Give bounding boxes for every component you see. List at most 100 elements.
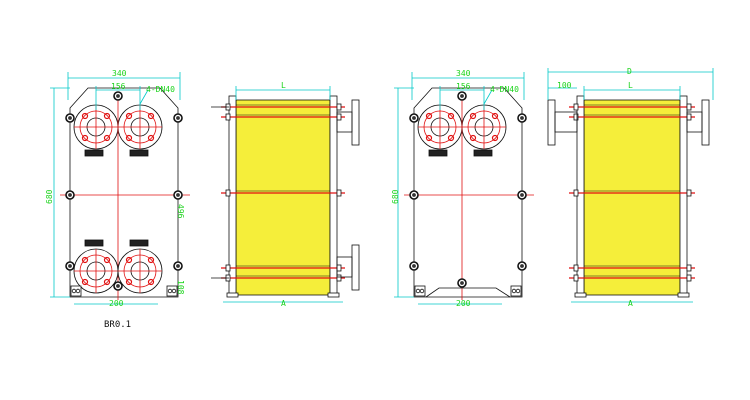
bolt-center (460, 94, 464, 98)
dim-width: 340 (456, 69, 471, 78)
flange-bolt-hole (103, 112, 111, 120)
bolt-center (116, 94, 120, 98)
bolt-center (412, 116, 416, 120)
dim-length: L (628, 81, 633, 90)
flange-bolt-hole (81, 256, 89, 264)
bolt-center (176, 264, 180, 268)
bolt-nut (573, 274, 579, 282)
flange-bolt-hole (125, 256, 133, 264)
flange-bolt-hole (469, 112, 477, 120)
bolt-nut (336, 103, 342, 111)
flange-bolt-hole (125, 134, 133, 142)
flange-bolt-hole (103, 134, 111, 142)
bolt-center (68, 116, 72, 120)
nameplate-tag (473, 149, 493, 157)
bolt-center (412, 193, 416, 197)
nameplate-tag (129, 239, 149, 247)
dim-length: L (281, 81, 286, 90)
flange-bolt-hole (425, 112, 433, 120)
bolt-center (520, 193, 524, 197)
support-foot (574, 292, 587, 298)
dim-foot-spacing: 200 (456, 299, 471, 308)
nameplate-tag (428, 149, 448, 157)
plate-pack (235, 99, 331, 296)
flange-bolt-hole (81, 112, 89, 120)
nozzle-flange (701, 99, 710, 146)
bolt-center (116, 284, 120, 288)
flange-bolt-hole (81, 278, 89, 286)
dim-foot-spacing: 200 (109, 299, 124, 308)
flange-bolt-hole (491, 134, 499, 142)
plate-pack (583, 99, 681, 296)
nozzle-flange (351, 99, 360, 146)
flange-bolt-hole (81, 134, 89, 142)
nozzle-pipe (686, 111, 703, 133)
bolt-center (68, 193, 72, 197)
nameplate-tag (84, 149, 104, 157)
nozzle-pipe (336, 111, 353, 133)
frame-plate-outline (69, 87, 179, 298)
leader-line (483, 89, 493, 105)
flange-bolt-hole (425, 134, 433, 142)
pressure-plate (329, 95, 338, 297)
dim-base: A (628, 299, 633, 308)
bolt-nut (225, 264, 231, 272)
bolt-nut (573, 103, 579, 111)
front-view-right-labels: 340 156 4-DN40 680 200 (391, 69, 519, 308)
bolt-nut (225, 113, 231, 121)
flange-bolt-hole (103, 278, 111, 286)
front-view-left-labels: 340 156 4-DN40 680 496 108 200 BR0.1 (45, 69, 185, 330)
bolt-nut (686, 274, 692, 282)
foot-hole (171, 288, 177, 294)
bolt-nut (336, 189, 342, 197)
side-view-left-labels: L A (281, 81, 286, 308)
support-foot (677, 292, 690, 298)
dim-height: 680 (45, 189, 54, 204)
bolt-nut (336, 264, 342, 272)
bolt-nut (573, 113, 579, 121)
flange-bolt-hole (491, 112, 499, 120)
nozzle-pipe (336, 256, 353, 278)
dim-port-spec: 4-DN40 (490, 85, 519, 94)
foot-hole (71, 288, 77, 294)
pressure-plate (679, 95, 688, 297)
foot-hole (515, 288, 521, 294)
bolt-center (520, 116, 524, 120)
flange-bolt-hole (469, 134, 477, 142)
dim-nozzle: 100 (557, 81, 572, 90)
side-view-right-labels: D 100 L A (557, 67, 633, 308)
base-cutout (425, 287, 511, 298)
dim-height: 680 (391, 189, 400, 204)
bolt-nut (336, 113, 342, 121)
flange-bolt-hole (447, 112, 455, 120)
bolt-center (176, 193, 180, 197)
nameplate-tag (84, 239, 104, 247)
bolt-nut (336, 274, 342, 282)
flange-bolt-hole (447, 134, 455, 142)
foot-hole (419, 288, 425, 294)
bolt-center (412, 264, 416, 268)
bolt-nut (686, 264, 692, 272)
frame-plate-outline (413, 87, 523, 298)
bolt-nut (686, 189, 692, 197)
support-foot (226, 292, 239, 298)
bolt-center (176, 116, 180, 120)
flange-bolt-hole (147, 278, 155, 286)
nozzle-flange (547, 99, 556, 146)
support-foot (327, 292, 340, 298)
flange-bolt-hole (147, 112, 155, 120)
dim-port-spacing: 156 (456, 82, 471, 91)
bolt-nut (686, 113, 692, 121)
dim-base: A (281, 299, 286, 308)
flange-bolt-hole (147, 134, 155, 142)
nameplate-tag (129, 149, 149, 157)
foot-hole (75, 288, 81, 294)
bolt-nut (686, 103, 692, 111)
dim-port-center-height: 496 (176, 204, 185, 219)
flange-bolt-hole (147, 256, 155, 264)
bolt-center (68, 264, 72, 268)
bolt-center (460, 281, 464, 285)
flange-bolt-hole (103, 256, 111, 264)
